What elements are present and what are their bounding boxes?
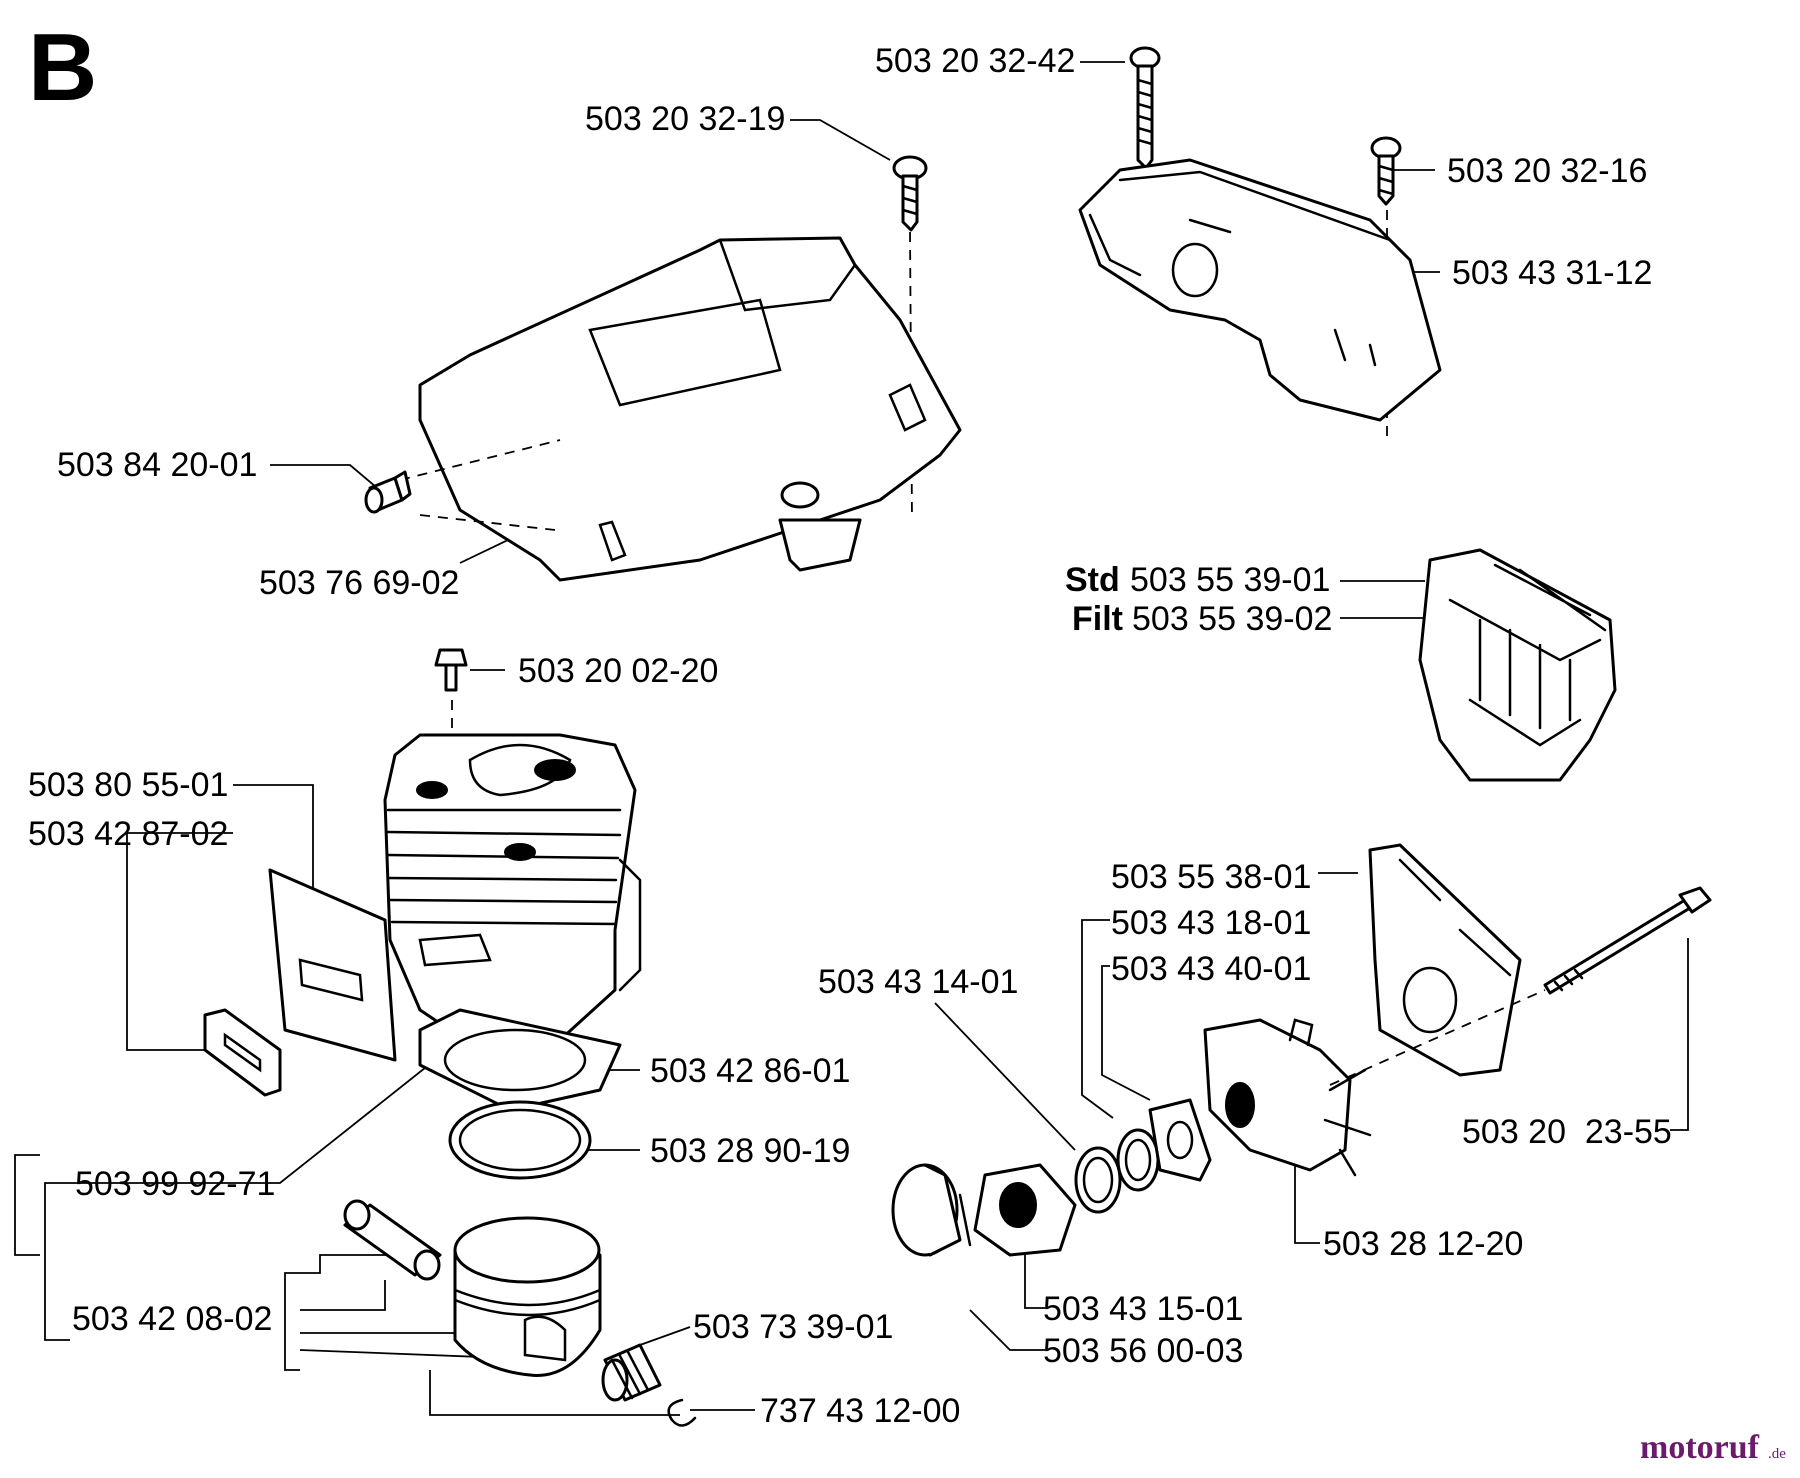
part-number: 503 76 69-02 [259,564,459,602]
part-number: 503 99 92-71 [75,1165,275,1203]
part-number: 503 55 39-01 [1130,561,1330,599]
part-number: 503 43 18-01 [1111,904,1311,942]
watermark-tld: .de [1768,1446,1786,1462]
top-cover [399,236,962,582]
part-number: 503 28 90-19 [650,1132,850,1170]
needle-bearing [601,1343,662,1402]
cylinder [383,733,642,1052]
part-number: 503 20 23-55 [1462,1113,1672,1151]
carb-gasket [1148,1098,1212,1182]
part-number: 737 43 12-00 [760,1392,960,1430]
part-number: 503 55 38-01 [1111,858,1311,896]
part-number: 503 43 40-01 [1111,950,1311,988]
part-number: 503 43 31-12 [1452,254,1652,292]
part-number: 503 80 55-01 [28,766,228,804]
part-number: 503 20 32-42 [875,42,1075,80]
part-number: 503 20 32-19 [585,100,785,138]
air-filter [1418,548,1617,782]
variant-prefix: Filt [1072,600,1123,638]
part-number: 503 43 14-01 [818,963,1018,1001]
circlip [667,1398,697,1427]
watermark-logo: motoruf .de [1640,1429,1786,1466]
part-number: 503 42 86-01 [650,1052,850,1090]
part-number: 503 56 00-03 [1043,1332,1243,1370]
base-gasket [418,1008,622,1112]
screw-503-20-32-42 [1129,46,1161,170]
insulator-ring [1116,1128,1160,1192]
part-number: 503 42 08-02 [72,1300,272,1338]
piston-pin [343,1199,442,1281]
air-box-cover [1078,158,1442,422]
part-number: 503 55 39-02 [1132,600,1332,638]
part-number: 503 43 15-01 [1043,1290,1243,1328]
carburetor [1203,1018,1372,1177]
intake-manifold [973,1163,1077,1257]
muffler-gasket [203,868,397,1097]
part-number: 503 42 87-02 [28,815,228,853]
nozzle-503-84-20-01 [364,470,412,514]
part-number: 503 28 12-20 [1323,1225,1523,1263]
leader-lines [14,61,1689,1416]
piston [453,1216,602,1377]
part-number: 503 20 32-16 [1447,152,1647,190]
part-number-labels: 503 20 32-42 503 20 32-19 503 20 32-16 5… [28,42,1672,1430]
piston-ring [448,1100,592,1180]
intake-clamp [891,1163,972,1257]
section-letter: B [28,14,97,121]
part-number: 503 84 20-01 [57,446,257,484]
watermark-brand: motoruf [1640,1429,1760,1466]
intake-adapter [1074,1146,1122,1214]
variant-prefix: Std [1065,561,1120,599]
long-bolt [1329,886,1712,1086]
part-number: 503 73 39-01 [693,1308,893,1346]
screw-503-20-02-20 [434,648,468,800]
part-number: 503 20 02-20 [518,652,718,690]
filter-base-plate [1368,843,1522,1077]
